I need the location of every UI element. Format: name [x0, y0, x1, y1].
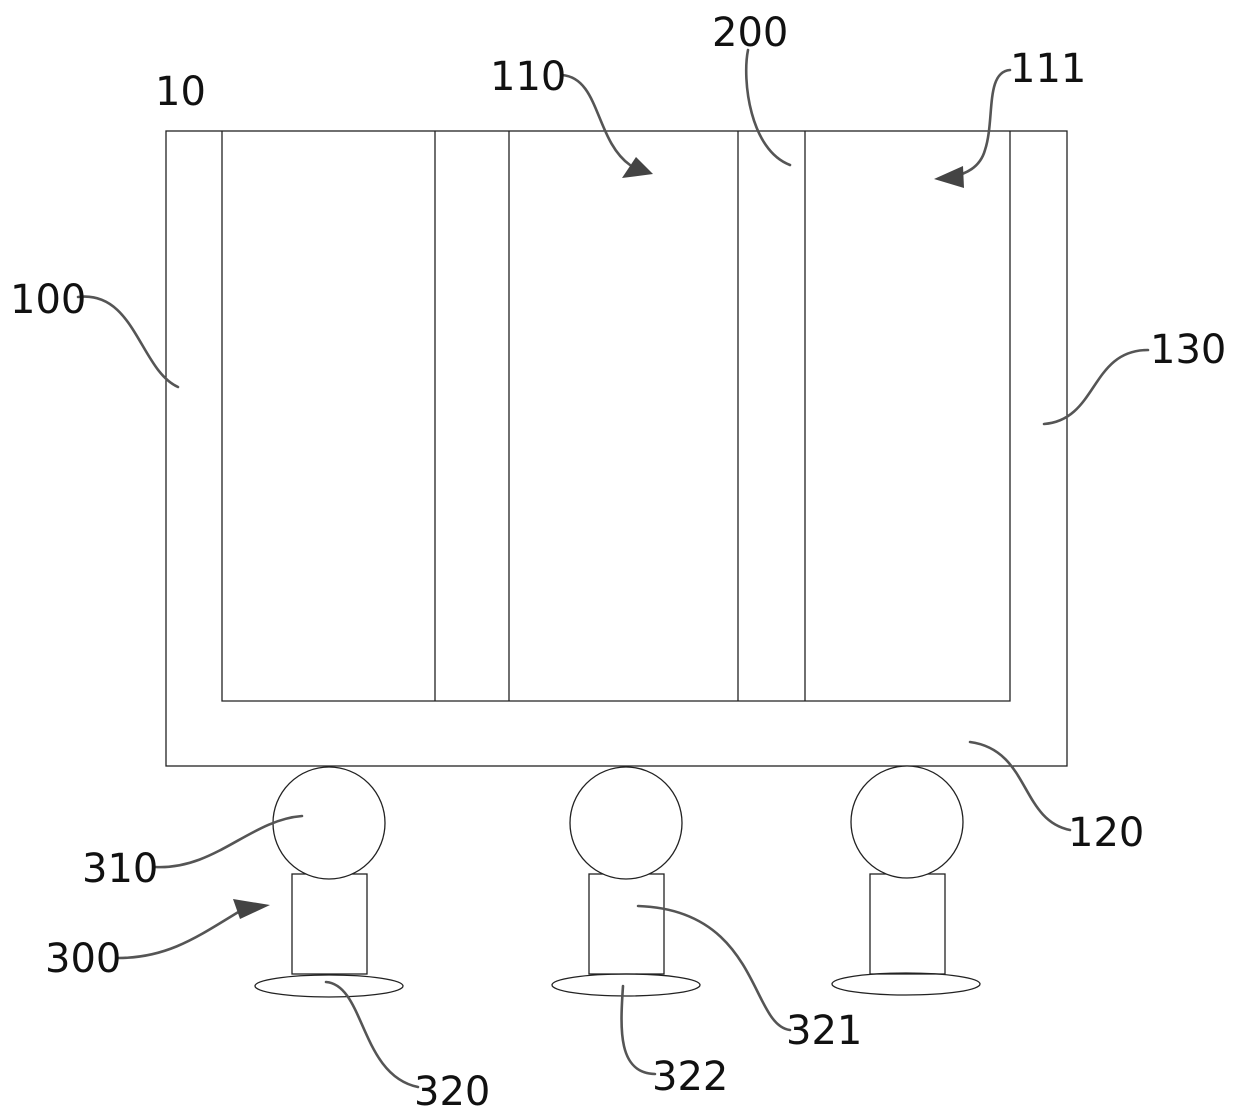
inner-container [221, 131, 1011, 702]
column-middle [588, 873, 665, 975]
leader-130 [1042, 348, 1150, 426]
label-10: 10 [155, 69, 206, 115]
support-unit-right [831, 765, 981, 996]
column-left [291, 873, 368, 975]
support-unit-middle [551, 766, 701, 997]
outer-frame [165, 130, 1068, 767]
ball-left [272, 766, 386, 880]
arrowhead-111 [934, 166, 964, 188]
ball-right [850, 765, 964, 879]
leader-200 [744, 48, 792, 167]
base-plate-left [254, 974, 404, 998]
arrowhead-110 [622, 157, 653, 178]
leader-111 [950, 68, 1012, 179]
base-plate-right [831, 972, 981, 996]
leader-120 [968, 740, 1072, 832]
label-320: 320 [414, 1069, 490, 1115]
label-120: 120 [1068, 810, 1144, 856]
label-110: 110 [490, 54, 566, 100]
label-130: 130 [1150, 327, 1226, 373]
label-111: 111 [1010, 46, 1086, 92]
label-200: 200 [712, 10, 788, 56]
arrowhead-300 [233, 899, 270, 919]
support-unit-left [254, 766, 404, 998]
label-310: 310 [82, 846, 158, 892]
label-100: 100 [10, 277, 86, 323]
column-right [869, 873, 946, 975]
base-plate-middle [551, 973, 701, 997]
leader-322 [620, 984, 657, 1076]
ball-middle [569, 766, 683, 880]
label-300: 300 [45, 936, 121, 982]
leader-310 [153, 814, 304, 869]
leader-300 [116, 906, 247, 960]
label-321: 321 [786, 1008, 862, 1054]
leader-320 [324, 980, 420, 1089]
leader-110 [560, 73, 632, 167]
leader-321 [636, 904, 792, 1032]
label-322: 322 [652, 1054, 728, 1100]
leader-100 [76, 295, 180, 389]
